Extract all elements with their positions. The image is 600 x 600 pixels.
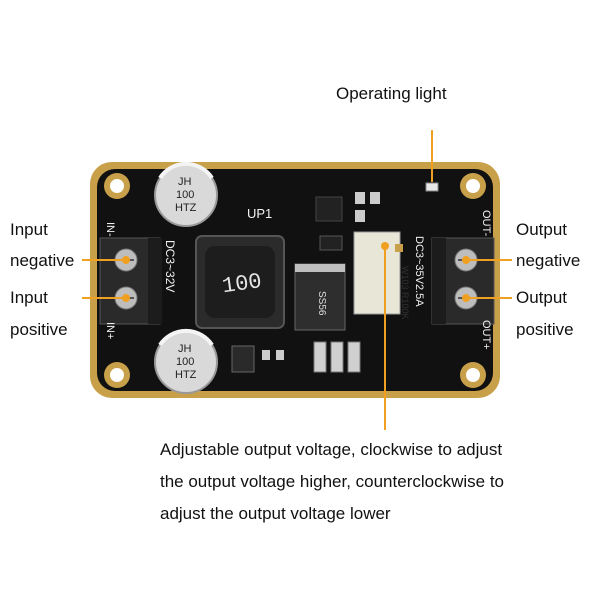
input-terminal-block xyxy=(99,237,162,325)
output-positive-label-line2: positive xyxy=(516,320,574,339)
potentiometer: W103 R100K xyxy=(353,231,410,320)
smd-capacitor xyxy=(319,235,343,251)
module-name-silkscreen: UP1 xyxy=(247,206,272,221)
capacitor-top: JH 100 HTZ xyxy=(154,161,218,227)
input-negative-label-line1: Input xyxy=(10,220,48,239)
smd-resistor-4 xyxy=(262,350,270,360)
in-neg-silkscreen: IN- xyxy=(104,222,116,237)
pot-code: W103 R100K xyxy=(400,266,410,320)
annotation-lines xyxy=(82,130,512,430)
schottky-diode: SS56 xyxy=(294,263,346,331)
input-range-silkscreen: DC3~32V xyxy=(163,240,177,292)
cap-bottom-line3: HTZ xyxy=(175,369,197,381)
mounting-hole-bottom-left xyxy=(104,362,130,388)
current-shunt-2 xyxy=(330,341,344,373)
output-negative-label-line1: Output xyxy=(516,220,568,239)
adjust-description: Adjustable output voltage, clockwise to … xyxy=(160,434,580,530)
mosfet xyxy=(231,345,255,373)
adjust-description-line2: the output voltage higher, counterclockw… xyxy=(160,472,504,491)
operating-led xyxy=(425,182,439,192)
cap-bottom-line2: 100 xyxy=(176,356,194,368)
cap-top-line1: JH xyxy=(178,176,192,188)
mounting-hole-top-right xyxy=(460,173,486,199)
controller-ic xyxy=(315,196,343,222)
current-shunt-3 xyxy=(347,341,361,373)
in-pos-silkscreen: IN+ xyxy=(104,322,116,339)
capacitor-bottom: JH 100 HTZ xyxy=(154,328,218,394)
output-negative-label-line2: negative xyxy=(516,251,581,270)
cap-top-line2: 100 xyxy=(176,189,194,201)
input-positive-label-line1: Input xyxy=(10,288,48,307)
mounting-hole-bottom-right xyxy=(460,362,486,388)
mounting-hole-top-left xyxy=(104,173,130,199)
smd-resistor-1 xyxy=(355,192,365,204)
cap-top-line3: HTZ xyxy=(175,202,197,214)
input-negative-label-line2: negative xyxy=(10,251,75,270)
smd-resistor-3 xyxy=(355,210,365,222)
operating-light-label: Operating light xyxy=(336,84,447,103)
smd-resistor-2 xyxy=(370,192,380,204)
diode-code: SS56 xyxy=(316,291,327,316)
input-positive-label-line2: positive xyxy=(10,320,68,339)
adjust-description-line3: adjust the output voltage lower xyxy=(160,504,391,523)
output-positive-label-line1: Output xyxy=(516,288,568,307)
inductor-code: 100 xyxy=(221,269,264,299)
current-shunt-1 xyxy=(313,341,327,373)
adjust-description-line1: Adjustable output voltage, clockwise to … xyxy=(160,440,503,459)
output-range-silkscreen: DC3~35V2.5A xyxy=(413,236,425,307)
smd-resistor-5 xyxy=(276,350,284,360)
out-neg-silkscreen: OUT- xyxy=(480,210,492,237)
out-pos-silkscreen: OUT+ xyxy=(480,320,492,350)
output-terminal-block xyxy=(431,237,495,325)
cap-bottom-line1: JH xyxy=(178,343,192,355)
inductor: 100 xyxy=(195,235,285,329)
